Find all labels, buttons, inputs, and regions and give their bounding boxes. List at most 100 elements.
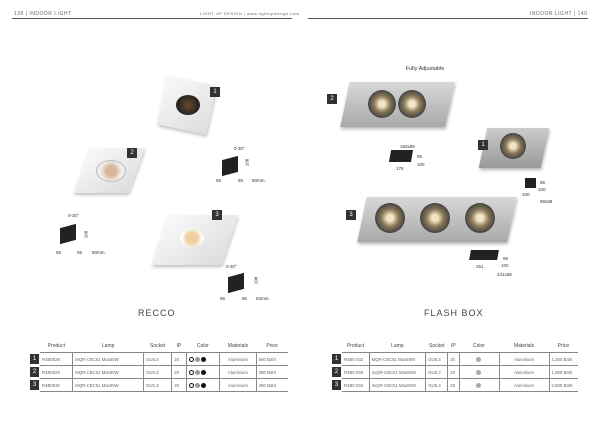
col-socket: Socket <box>429 343 445 349</box>
color-aluminium-icon <box>476 356 481 362</box>
lamp: MQR-CBC51 Max50W <box>72 352 145 366</box>
ip: 20 <box>447 378 460 392</box>
socket: GU5.3 <box>425 378 449 392</box>
color-white-icon <box>188 356 194 362</box>
recco-spec-table: Product Lamp Socket IP Color Materials P… <box>30 340 288 392</box>
badge: 1 <box>478 140 488 150</box>
badge: 2 <box>327 94 337 104</box>
product-code: R4B0028 <box>42 356 60 362</box>
row-badge: 3 <box>332 380 341 390</box>
col-lamp: Lamp <box>101 343 115 349</box>
price: 660 Baht <box>255 352 288 366</box>
header-rule-left <box>12 18 292 19</box>
socket: GU5.3 <box>143 352 173 366</box>
col-price: Price <box>266 343 278 349</box>
flashbox-spec-table: Product Lamp Socket IP Color Materials P… <box>332 340 578 392</box>
header-rule-right <box>308 18 588 19</box>
table-header: Product Lamp Socket IP Color Materials P… <box>342 340 578 353</box>
col-color: Color <box>473 343 485 349</box>
col-socket: Socket <box>150 343 166 349</box>
socket: GU5.3 <box>143 378 173 392</box>
col-ip: IP <box>451 343 456 349</box>
socket: GU5.3 <box>425 352 449 366</box>
product-code: R4B0 032 <box>344 356 364 362</box>
table-header: Product Lamp Socket IP Color Materials P… <box>40 340 288 353</box>
product-code: R4B0 034 <box>344 382 364 388</box>
lamp: MQR-CBC51 Max50W <box>72 378 145 392</box>
lamp: 2xQR-CBC51 Max50W <box>368 365 427 379</box>
socket: GU5.3 <box>143 365 173 379</box>
col-ip: IP <box>176 343 182 349</box>
product-code: R4B0 033 <box>344 369 364 375</box>
col-product: Product <box>47 343 65 349</box>
badge: 3 <box>346 210 356 220</box>
material: Aluminium <box>498 352 550 366</box>
col-lamp: Lamp <box>391 343 404 349</box>
color-black-icon <box>200 369 206 375</box>
product-code: R4B0029 <box>42 369 60 375</box>
price: 390 Baht <box>255 365 288 379</box>
color-grey-icon <box>194 356 200 362</box>
material: Aluminium <box>498 365 550 379</box>
color-aluminium-icon <box>476 382 481 388</box>
color-white-icon <box>188 382 194 388</box>
product-code: R4B0030 <box>42 382 60 388</box>
color-aluminium-icon <box>476 369 481 375</box>
price: 1,950 Baht <box>548 365 578 379</box>
color-white-icon <box>188 369 194 375</box>
ip: 20 <box>171 378 187 392</box>
color-swatches <box>185 352 221 366</box>
col-materials: Materials <box>513 343 535 349</box>
brand-header: LIGHT UP DESIGN | www.lightupdesign.com <box>200 11 300 16</box>
material: Aluminium <box>498 378 550 392</box>
fixture-diagram-icon <box>228 272 244 294</box>
color-swatches <box>185 365 221 379</box>
page-number-left: 139 | INDOOR LIGHT <box>14 11 72 17</box>
color-grey-icon <box>194 369 200 375</box>
price: 2,600 Baht <box>548 378 578 392</box>
col-materials: Materials <box>227 343 249 349</box>
color-swatches <box>458 352 500 366</box>
col-price: Price <box>557 343 570 349</box>
color-swatches <box>458 378 500 392</box>
badge: 2 <box>127 148 137 158</box>
color-swatches <box>185 378 221 392</box>
fixture-diagram-icon <box>60 223 76 245</box>
fully-adjustable-note: Fully Adjustable <box>405 66 445 72</box>
row-badge: 1 <box>332 354 341 364</box>
badge: 3 <box>212 210 222 220</box>
color-grey-icon <box>194 382 200 388</box>
lamp: MQR-CBC51 Max50W <box>72 365 145 379</box>
color-swatches <box>458 365 500 379</box>
fixture-diagram-icon <box>525 178 536 188</box>
material: Aluminium <box>219 365 257 379</box>
lamp: MQR-CBC51 Max50W <box>368 352 427 366</box>
row-badge: 2 <box>30 367 39 377</box>
socket: GU5.3 <box>425 365 449 379</box>
fixture-diagram-icon <box>388 150 414 162</box>
section-title-flashbox: FLASH BOX <box>424 308 484 318</box>
page-number-right: INDOOR LIGHT | 140 <box>530 11 588 17</box>
price: 1,250 Baht <box>548 352 578 366</box>
ip: 20 <box>447 365 460 379</box>
material: Aluminium <box>219 378 257 392</box>
ip: 20 <box>447 352 460 366</box>
ip: 20 <box>171 365 187 379</box>
fixture-diagram-icon <box>222 155 238 177</box>
color-black-icon <box>200 382 206 388</box>
section-title-recco: RECCO <box>138 308 176 318</box>
color-black-icon <box>200 356 206 362</box>
lamp: 3xQR-CBC51 Max50W <box>368 378 427 392</box>
row-badge: 1 <box>30 354 39 364</box>
badge: 1 <box>210 87 220 97</box>
ip: 20 <box>171 352 187 366</box>
row-badge: 3 <box>30 380 39 390</box>
col-product: Product <box>346 343 365 349</box>
material: Aluminium <box>219 352 257 366</box>
